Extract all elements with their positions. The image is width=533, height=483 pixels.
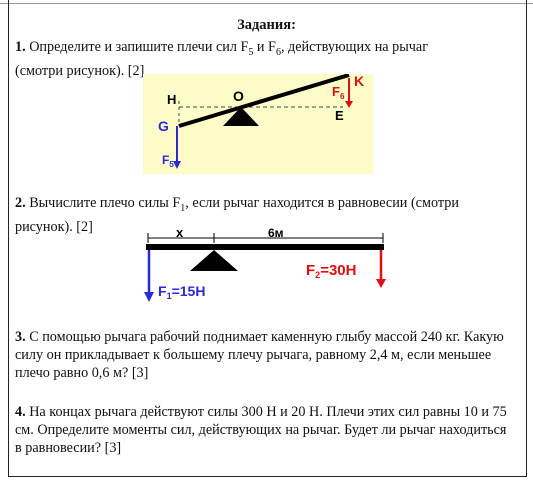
lever-bar <box>146 244 384 250</box>
lever-figure-1: H O K G E F6 F5 <box>143 73 373 174</box>
task-3: 3. С помощью рычага рабочий поднимает ка… <box>15 328 515 382</box>
label-k: K <box>354 74 364 89</box>
label-6m: 6м <box>268 226 284 240</box>
task-text: , действующих на рычаг <box>280 39 429 55</box>
label-x: x <box>176 226 184 240</box>
task-text: Определите и запишите плечи сил F <box>29 39 249 55</box>
task-number: 1. <box>15 39 26 55</box>
force-f6-arrowhead <box>345 101 353 108</box>
task-text: , если рычаг находится в равновесии (смо… <box>15 195 459 235</box>
force-f1-arrowhead <box>144 292 154 302</box>
fulcrum-triangle <box>190 250 238 271</box>
task-number: 3. <box>15 329 26 345</box>
task-4: 4. На концах рычага действуют силы 300 Н… <box>15 403 515 457</box>
force-f2-arrowhead <box>376 279 386 288</box>
task-2: 2. Вычислите плечо силы F1, если рычаг н… <box>15 194 515 236</box>
label-f2: F2=30Н <box>306 262 356 280</box>
label-f5: F5 <box>162 153 174 169</box>
lever-figure-1-svg: H O K G E F6 F5 <box>158 73 364 169</box>
label-f6: F6 <box>332 84 345 101</box>
task-number: 2. <box>15 195 26 211</box>
lever-figure-2: x 6м F1=15Н F2=30Н <box>144 226 386 302</box>
label-g: G <box>158 118 169 134</box>
force-f5-arrowhead <box>173 161 181 169</box>
subscript: 6 <box>275 46 281 58</box>
task-text: На концах рычага действуют силы 300 Н и … <box>15 404 507 456</box>
top-rule <box>0 3 533 4</box>
page-title: Задания: <box>237 17 296 33</box>
task-text: С помощью рычага рабочий поднимает камен… <box>15 329 504 381</box>
label-f1: F1=15Н <box>158 283 205 301</box>
subscript: 1 <box>180 202 186 214</box>
document-frame <box>8 0 527 477</box>
label-h: H <box>167 92 176 107</box>
task-text: и F <box>253 39 276 55</box>
subscript: 5 <box>248 46 254 58</box>
task-text: Вычислите плечо силы F <box>29 195 181 211</box>
lever-bar <box>178 73 350 128</box>
label-e: E <box>335 108 344 123</box>
task-number: 4. <box>15 404 26 420</box>
label-o: O <box>233 88 244 104</box>
task-1: 1. Определите и запишите плечи сил F5 и … <box>15 38 515 80</box>
fulcrum-triangle <box>223 107 259 126</box>
task-text: (смотри рисунок). [2] <box>15 62 145 79</box>
